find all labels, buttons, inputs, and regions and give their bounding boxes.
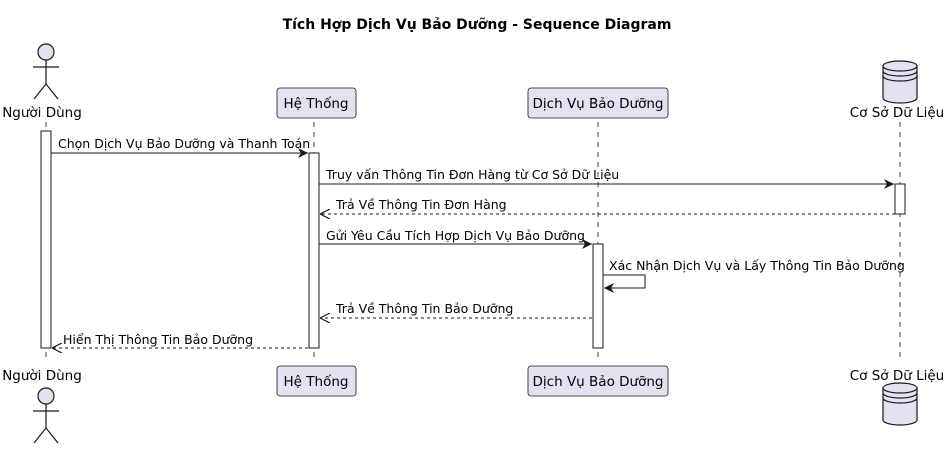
activation-system	[308, 152, 320, 349]
participant-user-top: Người Dùng	[2, 43, 82, 121]
message-6: Trả Về Thông Tin Bảo Dưỡng	[320, 301, 592, 318]
message-7-label: Hiển Thị Thông Tin Bảo Dưỡng	[63, 332, 253, 347]
participant-service-label-bottom: Dịch Vụ Bảo Dưỡng	[533, 374, 664, 390]
message-2: Truy vấn Thông Tin Đơn Hàng từ Cơ Sở Dữ …	[319, 167, 894, 189]
message-5-self: Xác Nhận Dịch Vụ và Lấy Thông Tin Bảo Dư…	[603, 258, 905, 293]
actor-icon	[33, 387, 59, 444]
participant-database-label-bottom: Cơ Sở Dữ Liệu	[850, 368, 944, 384]
message-6-label: Trả Về Thông Tin Bảo Dưỡng	[335, 301, 513, 316]
participant-system-label-bottom: Hệ Thống	[284, 373, 349, 390]
activations	[40, 130, 906, 349]
participant-user-label: Người Dùng	[2, 105, 82, 121]
participant-database-bottom: Cơ Sở Dữ Liệu	[850, 368, 944, 426]
diagram-title: Tích Hợp Dịch Vụ Bảo Dưỡng - Sequence Di…	[283, 17, 672, 33]
activation-service	[592, 243, 604, 349]
message-1: Chọn Dịch Vụ Bảo Dưỡng và Thanh Toán	[51, 136, 310, 158]
participant-service-top: Dịch Vụ Bảo Dưỡng	[527, 87, 669, 119]
message-4-label: Gửi Yêu Cầu Tích Hợp Dịch Vụ Bảo Dưỡng	[326, 228, 585, 243]
participant-service-bottom: Dịch Vụ Bảo Dưỡng	[527, 365, 669, 397]
message-5-label: Xác Nhận Dịch Vụ và Lấy Thông Tin Bảo Dư…	[609, 258, 905, 273]
message-3-label: Trả Về Thông Tin Đơn Hàng	[335, 197, 507, 212]
participant-system-bottom: Hệ Thống	[276, 365, 357, 397]
database-icon	[882, 382, 918, 426]
message-4: Gửi Yêu Cầu Tích Hợp Dịch Vụ Bảo Dưỡng	[319, 228, 592, 249]
participant-service-label: Dịch Vụ Bảo Dưỡng	[533, 96, 664, 112]
message-2-label: Truy vấn Thông Tin Đơn Hàng từ Cơ Sở Dữ …	[325, 167, 619, 182]
message-3: Trả Về Thông Tin Đơn Hàng	[320, 197, 895, 214]
actor-icon	[33, 43, 59, 100]
message-7: Hiển Thị Thông Tin Bảo Dưỡng	[52, 332, 308, 348]
participant-database-label: Cơ Sở Dữ Liệu	[850, 105, 944, 121]
participant-system-top: Hệ Thống	[276, 87, 357, 119]
participant-user-label-bottom: Người Dùng	[2, 368, 82, 384]
database-icon	[882, 60, 918, 104]
participant-user-bottom: Người Dùng	[2, 368, 82, 444]
participant-database-top: Cơ Sở Dữ Liệu	[850, 60, 944, 121]
participant-system-label: Hệ Thống	[284, 95, 349, 112]
message-1-label: Chọn Dịch Vụ Bảo Dưỡng và Thanh Toán	[58, 136, 310, 151]
activation-database	[894, 183, 906, 215]
activation-user	[40, 130, 52, 349]
